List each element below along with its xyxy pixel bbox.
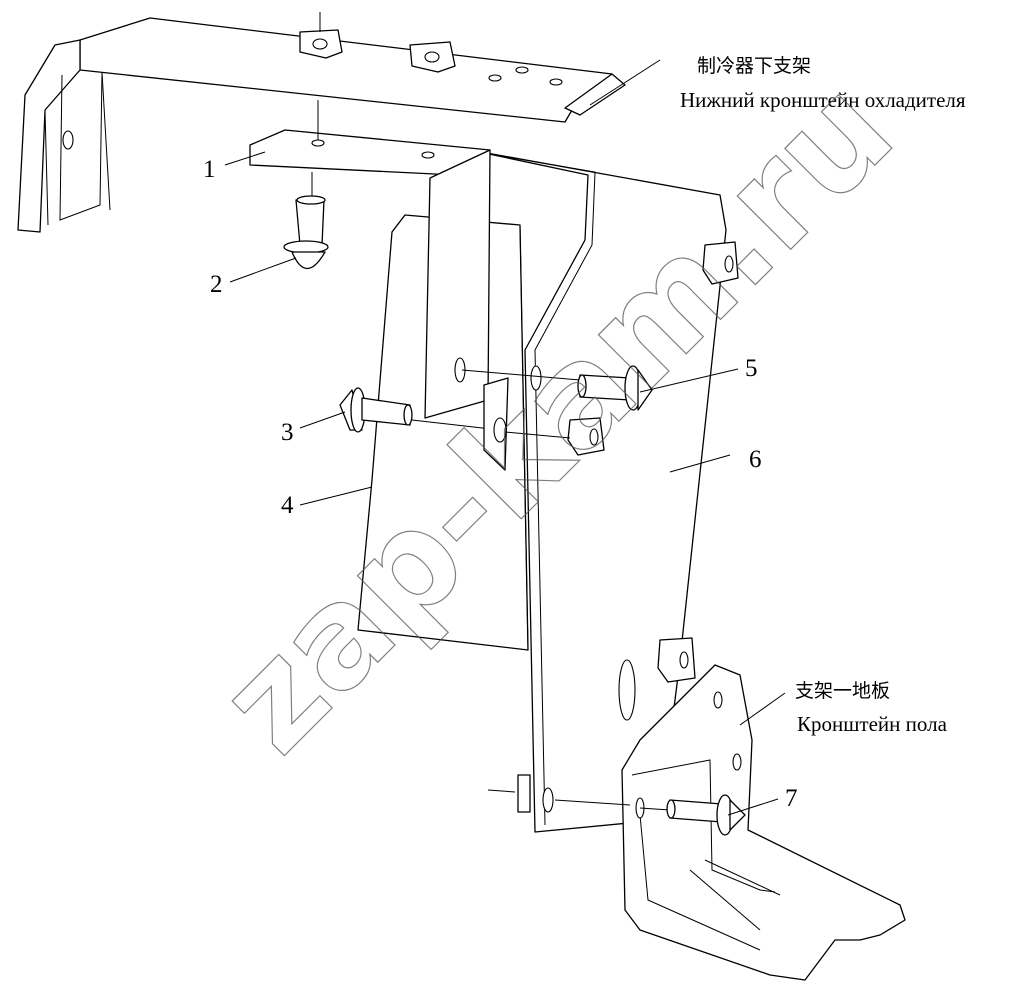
callout-2: 2	[210, 271, 223, 298]
cooler-lower-bracket	[17, 12, 626, 233]
floor-bracket	[554, 664, 906, 981]
part-3-bolt	[339, 377, 605, 471]
callout-7: 7	[785, 785, 798, 812]
part-6-main-plate	[469, 149, 739, 833]
callout-5: 5	[745, 355, 758, 382]
floor-bracket-label-ru: Кронштейн пола	[797, 712, 948, 736]
part-labels: 制冷器下支架 Нижний кронштейн охладителя 支架一地板…	[680, 55, 966, 736]
part-7-bolt	[639, 794, 746, 836]
cooler-bracket-label-ru: Нижний кронштейн охладителя	[680, 88, 966, 112]
callout-3: 3	[281, 419, 294, 446]
part-2-stud	[283, 172, 329, 270]
part-1-bracket	[249, 100, 491, 419]
callout-numbers: 1 2 3 4 5 6 7	[203, 156, 798, 812]
cooler-bracket-label-cn: 制冷器下支架	[697, 55, 811, 77]
callout-6: 6	[749, 446, 762, 473]
callout-4: 4	[281, 492, 294, 519]
leader-lines	[224, 59, 786, 816]
callout-1: 1	[203, 156, 216, 183]
part-5-bolt	[461, 365, 653, 411]
floor-bracket-label-cn: 支架一地板	[795, 680, 890, 702]
